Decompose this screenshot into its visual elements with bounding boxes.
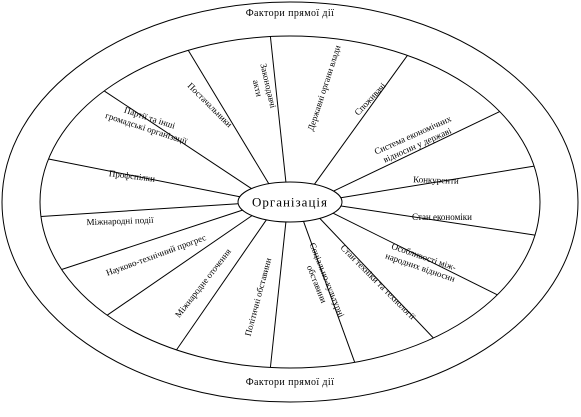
spoke-line-12 xyxy=(61,209,243,270)
segment-label-line: Міжнародні події xyxy=(86,215,154,227)
spoke-line-5 xyxy=(340,205,536,236)
segment-label-line: Міжнародне оточення xyxy=(173,247,233,320)
segment-label-osoblyvosti-mizhnarodnykh: Особливості між-народних відносин xyxy=(384,240,460,284)
segment-label-naukovo-tekhnichnyi-prohres: Науково-технічний прогрес xyxy=(105,232,208,278)
segment-label-spozhyvachi: Споживачі xyxy=(352,80,388,117)
spoke-line-8 xyxy=(303,221,356,363)
segment-label-derzhavni-organy: Державні органи влади xyxy=(305,44,342,132)
spoke-line-13 xyxy=(40,203,239,217)
inner-ring-ellipse xyxy=(39,35,541,369)
spoke-line-3 xyxy=(333,111,500,192)
spoke-line-2 xyxy=(313,55,408,185)
segment-label-line: Науково-технічний прогрес xyxy=(105,232,208,278)
outer-bottom-label: Фактори прямої дії xyxy=(246,377,335,388)
spoke-line-14 xyxy=(48,158,240,198)
segment-label-partii-ta-hromadski: Партії та іншігромадські організації xyxy=(104,100,192,146)
spoke-line-10 xyxy=(176,219,267,351)
rings xyxy=(1,1,579,403)
spoke-line-16 xyxy=(187,50,270,184)
spokes xyxy=(40,36,536,368)
segment-label-mizhnarodne-otochennia: Міжнародне оточення xyxy=(173,247,233,320)
segment-label-politychni-obstavyny: Політичні обставини xyxy=(243,257,274,338)
segment-label-stan-ekonomiky: Стан економіки xyxy=(412,212,472,222)
segment-label-profspilky: Профспілки xyxy=(108,168,155,184)
segment-label-line: акти xyxy=(251,79,265,98)
spoke-line-11 xyxy=(106,215,253,316)
segment-label-line: Стан економіки xyxy=(412,212,472,222)
segment-label-systema-ekonomichnykh-vidnosyn: Система економічнихвідносин у державі xyxy=(373,113,458,166)
spoke-line-6 xyxy=(332,212,498,296)
spoke-line-7 xyxy=(319,218,434,339)
center-label: Організація xyxy=(252,195,328,210)
segment-label-line: Політичні обставини xyxy=(243,257,274,338)
segment-label-line: Постачальники xyxy=(186,81,235,130)
segment-label-mizhnarodni-podii: Міжнародні події xyxy=(86,215,154,227)
center-ellipse xyxy=(237,181,343,223)
segment-label-line: Конкуренти xyxy=(413,174,459,186)
segment-label-line: Державні органи влади xyxy=(305,44,342,132)
outer-top-label: Фактори прямої дії xyxy=(246,8,335,19)
spoke-line-1 xyxy=(269,36,287,183)
segment-label-postachalnyky: Постачальники xyxy=(186,81,235,130)
outer-ellipse xyxy=(1,1,579,403)
spoke-line-9 xyxy=(269,221,287,368)
spoke-line-4 xyxy=(340,165,535,199)
segment-label-line: Профспілки xyxy=(108,168,155,184)
spoke-line-15 xyxy=(103,90,252,190)
segment-label-sotsialno-kulturni: Соціально-культурніобставини xyxy=(297,241,346,323)
segment-label-line: Споживачі xyxy=(352,80,388,117)
segment-label-konkurenty: Конкуренти xyxy=(413,174,459,186)
